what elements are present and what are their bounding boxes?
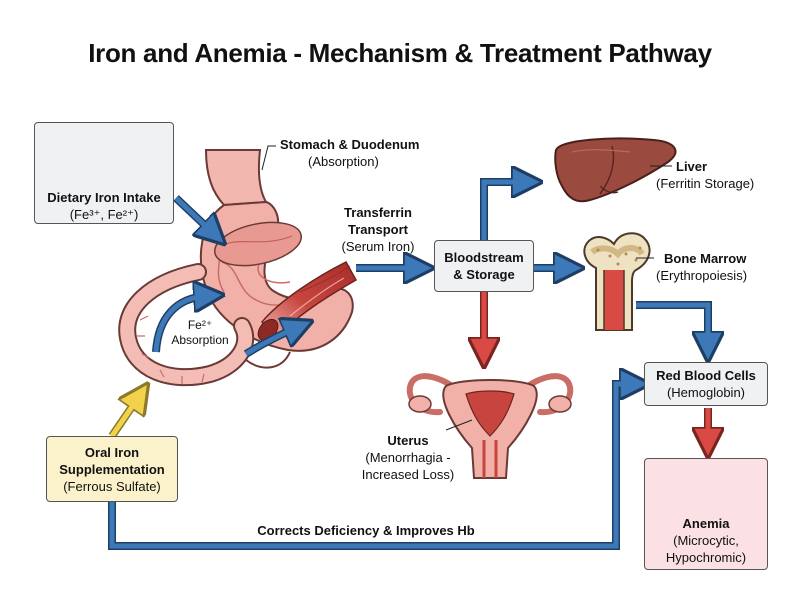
uterus-label: Uterus (Menorrhagia - Increased Loss) bbox=[356, 432, 460, 483]
arrow-gut-to-vessel bbox=[243, 328, 296, 358]
rbc-sub: (Hemoglobin) bbox=[666, 385, 746, 400]
bloodstream-box: Bloodstream & Storage bbox=[434, 240, 534, 292]
oral-iron-box: Oral Iron Supplementation (Ferrous Sulfa… bbox=[46, 436, 178, 502]
fe-absorption-line2: Absorption bbox=[171, 333, 229, 347]
stomach-sub: (Absorption) bbox=[308, 154, 379, 169]
transferrin-label: Transferrin Transport (Serum Iron) bbox=[326, 204, 430, 255]
transferrin-line1: Transferrin bbox=[344, 205, 412, 220]
transferrin-line2: Transport bbox=[348, 222, 408, 237]
uterus-sub1: (Menorrhagia - bbox=[365, 450, 451, 465]
stomach-label: Stomach & Duodenum (Absorption) bbox=[280, 136, 430, 170]
liver-label: Liver (Ferritin Storage) bbox=[652, 158, 772, 192]
dietary-sub: (Fe³⁺, Fe²⁺) bbox=[69, 207, 139, 222]
diagram-title: Iron and Anemia - Mechanism & Treatment … bbox=[88, 38, 712, 68]
anemia-box: Anemia (Microcytic, Hypochromic) bbox=[644, 458, 768, 570]
anemia-sub2: Hypochromic) bbox=[665, 550, 747, 565]
bone-marrow-sub: (Erythropoiesis) bbox=[656, 268, 748, 283]
dietary-title: Dietary Iron Intake bbox=[47, 190, 161, 205]
arrow-bloodstream-to-liver bbox=[480, 182, 524, 244]
liver-sub: (Ferritin Storage) bbox=[656, 176, 755, 191]
stomach-title: Stomach & Duodenum bbox=[280, 137, 420, 152]
bone-marrow-label: Bone Marrow (Erythropoiesis) bbox=[656, 250, 772, 284]
anemia-sub1: (Microcytic, bbox=[673, 533, 739, 548]
arrow-marrow-to-rbc bbox=[636, 301, 708, 344]
correction-edge-label: Corrects Deficiency & Improves Hb bbox=[257, 523, 475, 538]
anemia-title: Anemia bbox=[682, 516, 730, 531]
arrow-dietary-to-stomach bbox=[173, 195, 212, 232]
bone-illustration bbox=[583, 232, 651, 331]
bloodstream-line1: Bloodstream bbox=[444, 250, 524, 265]
fe-absorption-label: Fe²⁺ Absorption bbox=[160, 318, 240, 348]
arrow-oral-to-rbc bbox=[108, 384, 632, 550]
oral-iron-sub: (Ferrous Sulfate) bbox=[63, 479, 161, 494]
arrow-fe-absorption bbox=[152, 296, 206, 353]
fe-absorption-line1: Fe²⁺ bbox=[187, 318, 213, 332]
rbc-title: Red Blood Cells bbox=[656, 368, 756, 383]
oral-iron-line1: Oral Iron bbox=[84, 445, 140, 460]
bloodstream-line2: & Storage bbox=[453, 267, 515, 282]
liver-title: Liver bbox=[676, 159, 708, 174]
uterus-illustration bbox=[406, 373, 574, 479]
uterus-sub2: Increased Loss) bbox=[361, 467, 455, 482]
oral-iron-line2: Supplementation bbox=[59, 462, 165, 477]
rbc-box: Red Blood Cells (Hemoglobin) bbox=[644, 362, 768, 406]
transferrin-sub: (Serum Iron) bbox=[341, 239, 415, 254]
stomach-illustration bbox=[118, 149, 354, 387]
arrow-oral-to-gut bbox=[108, 398, 138, 439]
dietary-intake-box: Dietary Iron Intake (Fe³⁺, Fe²⁺) bbox=[34, 122, 174, 224]
bone-marrow-title: Bone Marrow bbox=[664, 251, 747, 266]
liver-illustration bbox=[554, 137, 677, 203]
uterus-title: Uterus bbox=[387, 433, 429, 448]
